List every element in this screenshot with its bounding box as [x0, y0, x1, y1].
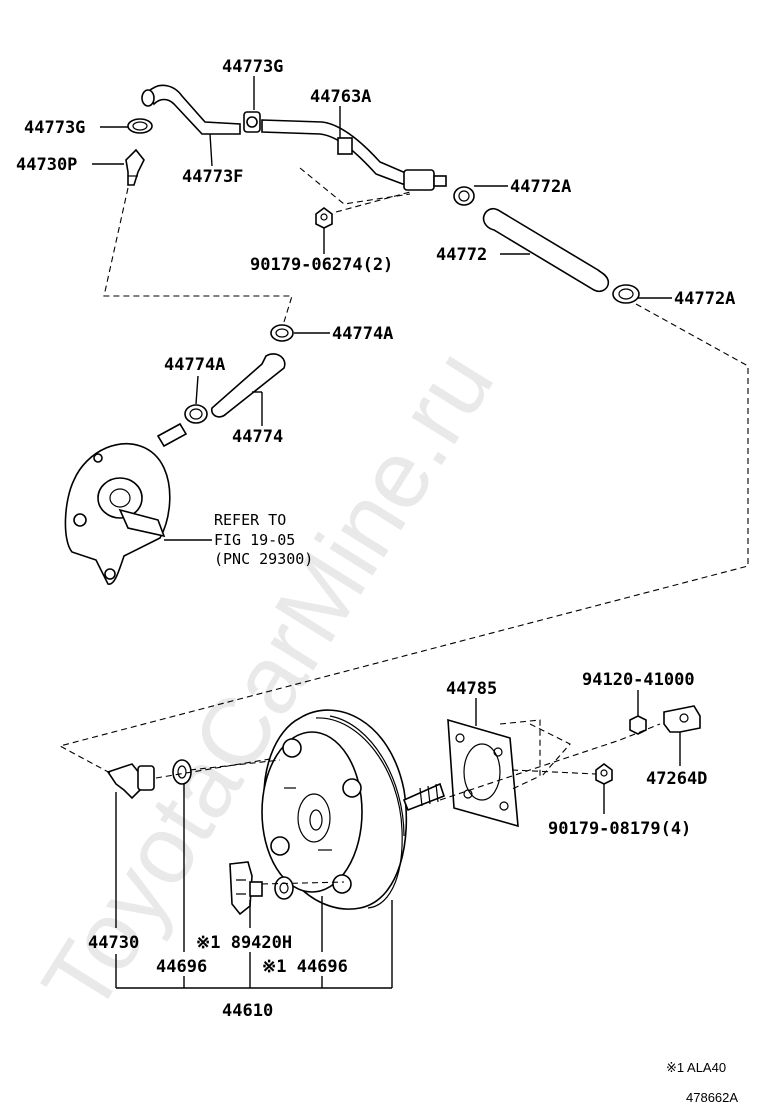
label-94120-41000: 94120-41000: [582, 670, 695, 690]
nut-90179-08179: [595, 763, 613, 785]
label-44785: 44785: [446, 679, 497, 699]
clamp-44772A-right: [612, 284, 640, 304]
clevis-47264D: [663, 705, 701, 733]
label-44774A-left: 44774A: [164, 355, 225, 375]
label-44730P: 44730P: [16, 155, 77, 175]
label-44773G-top: 44773G: [222, 57, 283, 77]
clamp-44774A-left: [184, 404, 208, 424]
label-44774A-top: 44774A: [332, 324, 393, 344]
nut-90179-06274: [315, 207, 333, 229]
label-44610: 44610: [222, 1001, 273, 1021]
gasket-44785: [447, 718, 519, 828]
clamp-44773G-left: [127, 118, 153, 134]
label-44772A-right: 44772A: [674, 289, 735, 309]
label-44773F: 44773F: [182, 167, 243, 187]
label-44772: 44772: [436, 245, 487, 265]
hose-44773F: [141, 84, 241, 135]
connection-lines: [58, 167, 749, 885]
label-89420H: ※1 89420H: [196, 933, 292, 953]
hose-44772: [482, 207, 610, 293]
grommet-44696-a: [172, 759, 192, 785]
refer-note-line1: REFER TO: [214, 511, 286, 529]
label-44774: 44774: [232, 427, 283, 447]
clamp-44774A-top: [270, 324, 294, 342]
refer-note-line3: (PNC 29300): [214, 550, 313, 568]
sensor-89420H: [229, 861, 263, 916]
refer-note-line2: FIG 19-05: [214, 531, 295, 549]
label-90179-06274: 90179-06274(2): [250, 255, 393, 275]
label-44772A-top: 44772A: [510, 177, 571, 197]
label-47264D: 47264D: [646, 769, 707, 789]
fitting-44730: [106, 763, 155, 800]
clamp-44773G-top: [243, 111, 261, 133]
hose-44763A: [261, 119, 447, 191]
vacuum-pump: [64, 422, 188, 585]
label-44696-a: 44696: [156, 957, 207, 977]
label-44730: 44730: [88, 933, 139, 953]
grommet-44696-b: [274, 876, 294, 900]
label-44773G-left: 44773G: [24, 118, 85, 138]
leader-lines: [92, 76, 681, 989]
nut-94120-41000: [629, 715, 647, 735]
footer-note: ※1 ALA40: [666, 1060, 726, 1075]
label-44763A: 44763A: [310, 87, 371, 107]
diagram-code: 478662A: [686, 1090, 738, 1105]
fitting-44730P: [125, 148, 145, 186]
clamp-44772A-top: [453, 186, 475, 206]
brake-booster-44610: [261, 709, 445, 910]
label-90179-08179: 90179-08179(4): [548, 819, 691, 839]
label-44696-b: ※1 44696: [262, 957, 348, 977]
hose-44774: [210, 353, 286, 418]
